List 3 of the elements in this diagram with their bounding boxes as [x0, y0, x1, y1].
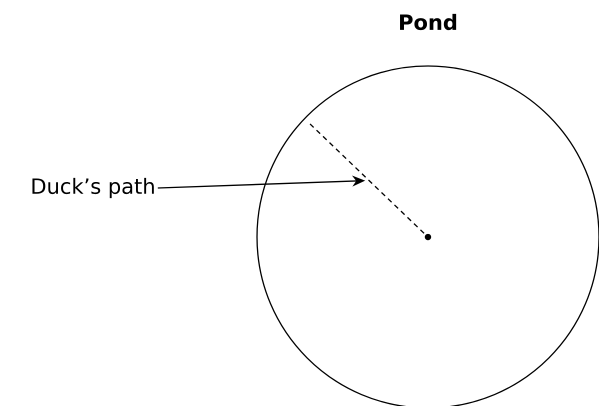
- dashed-path-line: [310, 123, 432, 240]
- pond-label: Pond: [400, 14, 456, 30]
- path-label: Duck’s path: [32, 178, 154, 198]
